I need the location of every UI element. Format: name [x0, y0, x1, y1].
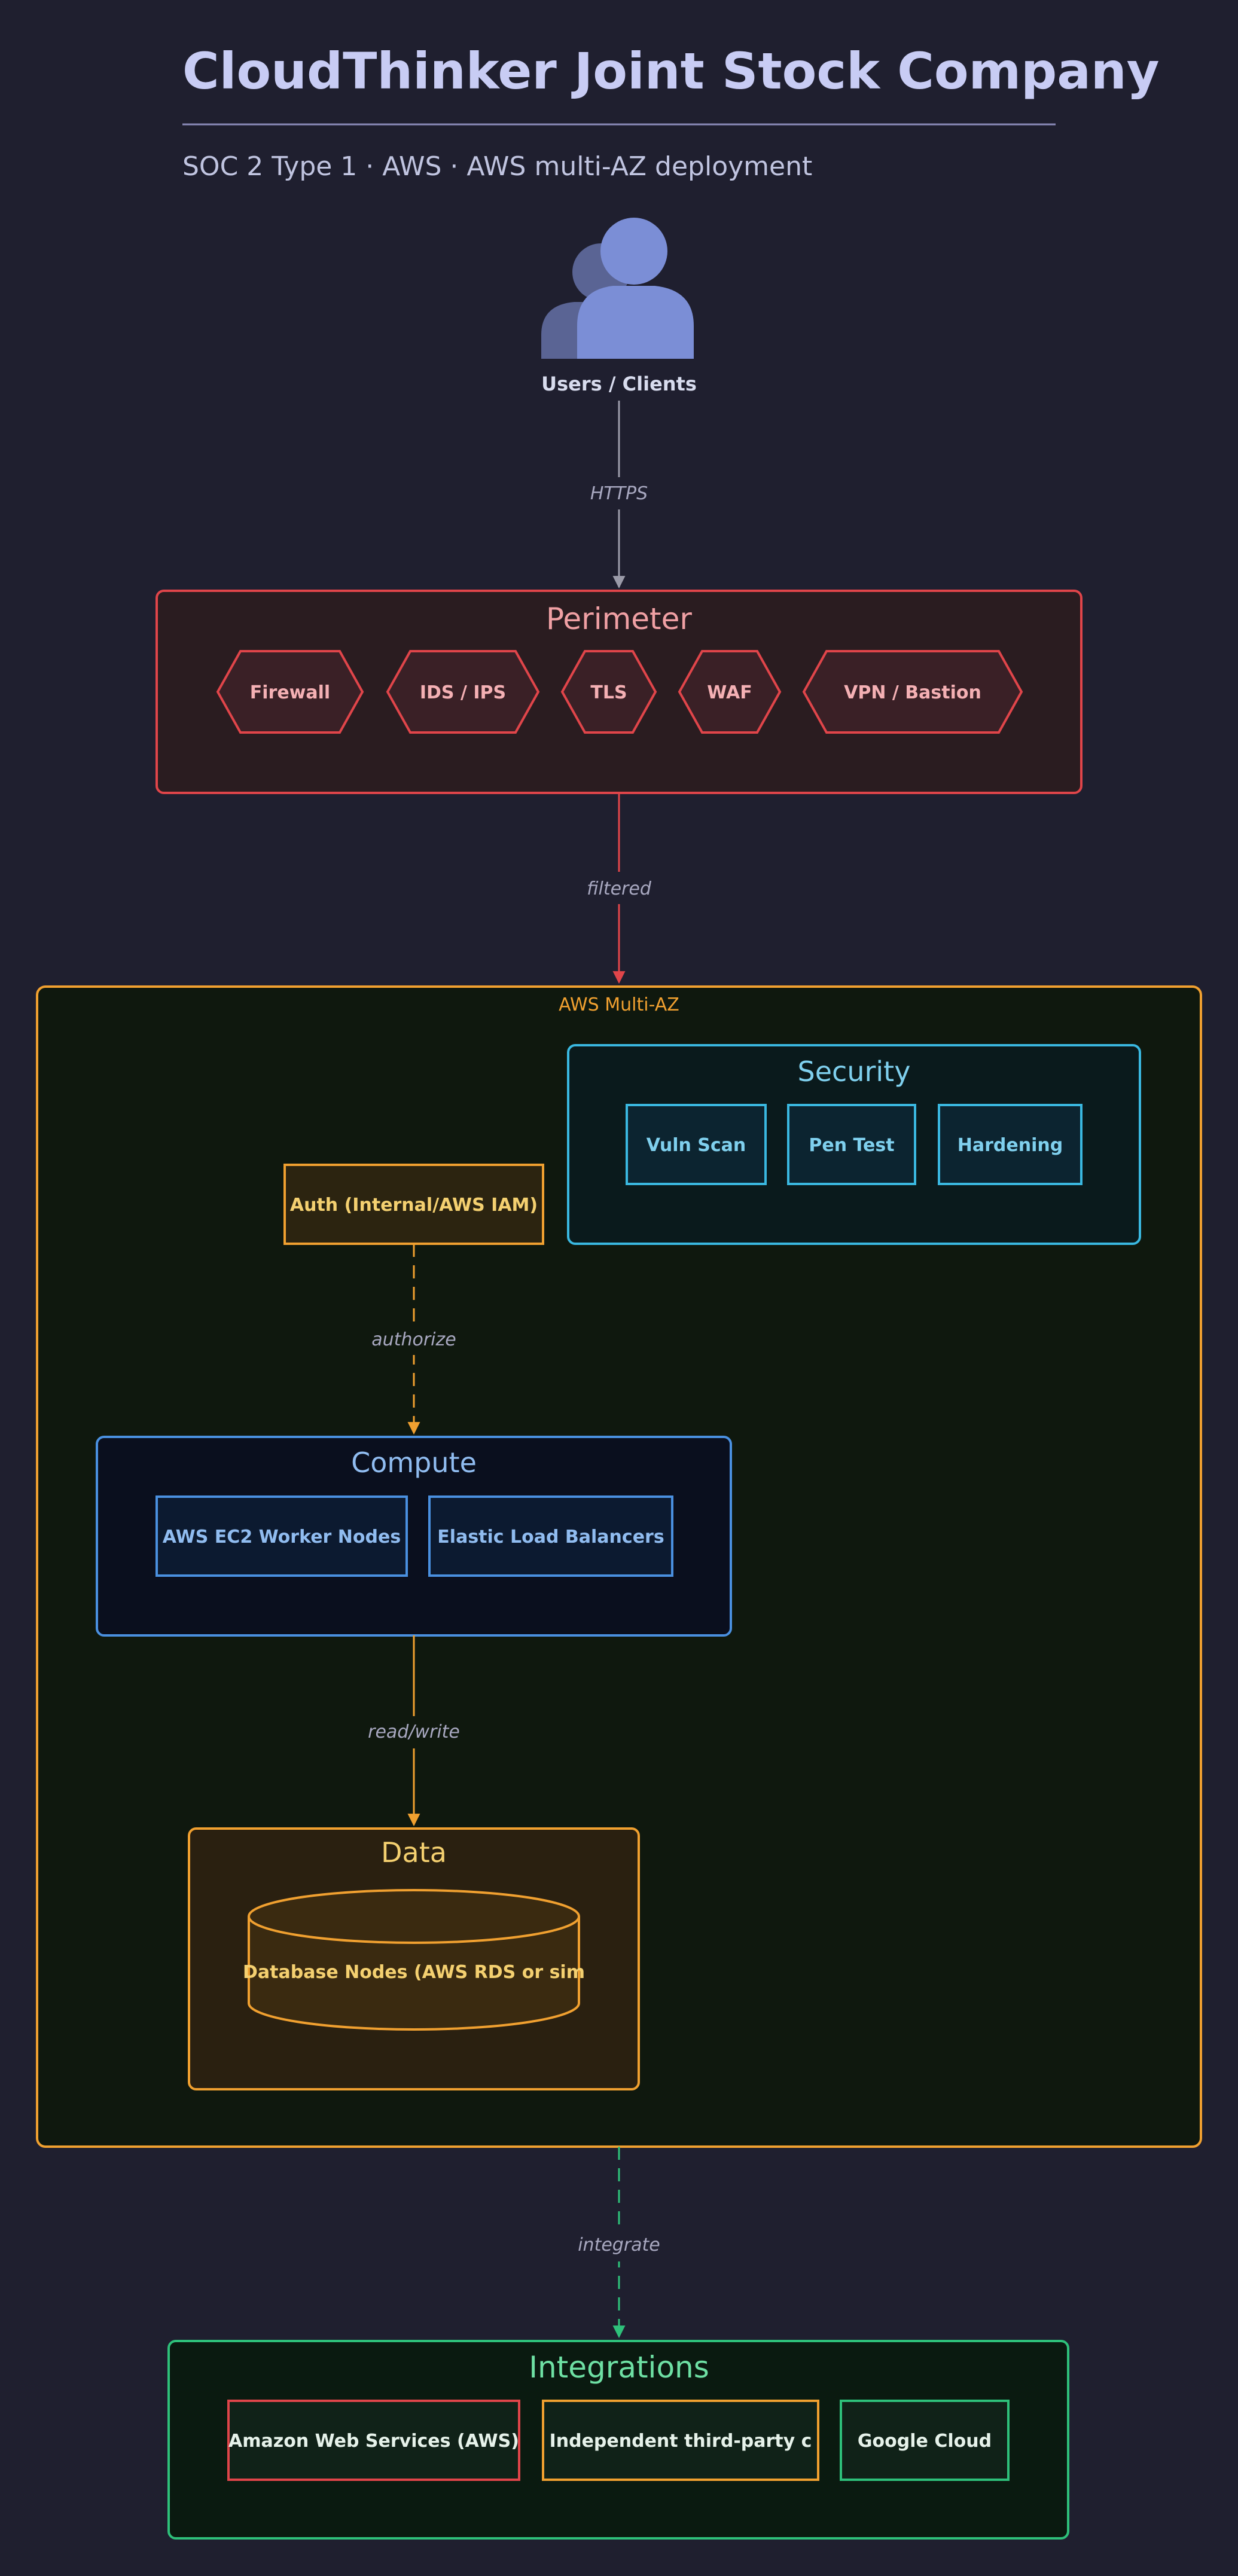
perimeter-item-waf[interactable]: [678, 650, 782, 734]
edge-label-bg: [577, 872, 661, 904]
perimeter-item-label: VPN / Bastion: [844, 682, 981, 703]
database-cylinder[interactable]: [248, 1889, 580, 2031]
edge-label-bg: [369, 1323, 459, 1355]
compute-title: Compute: [351, 1446, 477, 1479]
security-item-hardening[interactable]: [938, 1104, 1083, 1185]
auth-label: Auth (Internal/AWS IAM): [290, 1195, 538, 1216]
edge-label-https: HTTPS: [590, 483, 648, 504]
edge-label-authorize: authorize: [371, 1329, 456, 1350]
integration-item-label: Amazon Web Services (AWS): [228, 2431, 519, 2452]
page-title: CloudThinker Joint Stock Company: [182, 42, 1160, 100]
perimeter-title: Perimeter: [546, 602, 692, 636]
users-icon: [541, 218, 694, 359]
users-label: Users / Clients: [541, 373, 697, 395]
data-title: Data: [381, 1836, 447, 1869]
security-item-vuln-scan[interactable]: [626, 1104, 767, 1185]
compute-item-label: AWS EC2 Worker Nodes: [163, 1527, 401, 1548]
database-label: Database Nodes (AWS RDS or sim: [243, 1962, 585, 1983]
perimeter-item-label: Firewall: [250, 682, 330, 703]
compute-item-elastic-load-balancers[interactable]: [428, 1495, 673, 1577]
security-item-label: Hardening: [958, 1135, 1063, 1156]
page-subtitle: SOC 2 Type 1 · AWS · AWS multi-AZ deploy…: [182, 151, 812, 182]
edge-label-bg: [583, 477, 655, 509]
security-title: Security: [798, 1055, 911, 1088]
aws-multi-az-label: AWS Multi-AZ: [559, 994, 679, 1015]
perimeter-item-label: WAF: [707, 682, 752, 703]
perimeter-item-tls[interactable]: [560, 650, 657, 734]
perimeter-item-firewall[interactable]: [216, 650, 364, 734]
integrations-title: Integrations: [529, 2350, 709, 2385]
auth-node[interactable]: [283, 1164, 544, 1245]
edge-label-bg: [369, 1716, 459, 1748]
edge-label-bg: [574, 2229, 664, 2261]
security-item-pen-test[interactable]: [787, 1104, 916, 1185]
edge-label-integrate: integrate: [578, 2235, 660, 2255]
perimeter-item-ids-ips[interactable]: [386, 650, 540, 734]
compute-item-label: Elastic Load Balancers: [437, 1527, 664, 1548]
perimeter-item-vpn-bastion[interactable]: [802, 650, 1023, 734]
perimeter-item-label: TLS: [590, 682, 627, 703]
integration-item-amazon-web-services-aws[interactable]: [227, 2400, 520, 2481]
integration-item-google-cloud[interactable]: [840, 2400, 1010, 2481]
security-item-label: Vuln Scan: [647, 1135, 746, 1156]
edge-label-read-write: read/write: [368, 1722, 460, 1742]
security-item-label: Pen Test: [809, 1135, 894, 1156]
integration-item-independent-third-party-c[interactable]: [542, 2400, 819, 2481]
integration-item-label: Google Cloud: [858, 2431, 992, 2452]
integration-item-label: Independent third-party c: [550, 2431, 812, 2452]
compute-item-aws-ec2-worker-nodes[interactable]: [155, 1495, 408, 1577]
edge-label-filtered: filtered: [587, 878, 652, 899]
perimeter-item-label: IDS / IPS: [420, 682, 506, 703]
